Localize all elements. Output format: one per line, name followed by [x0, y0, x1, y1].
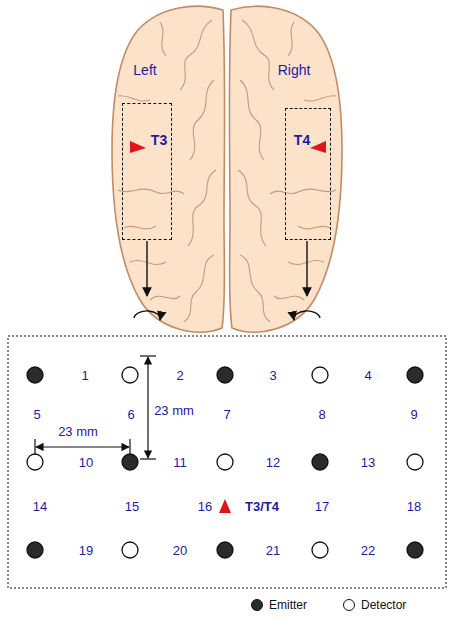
hemisphere-label: Right — [278, 63, 311, 77]
marker-triangle — [130, 141, 326, 513]
channel-number: 15 — [125, 500, 139, 513]
brain-outline — [229, 6, 342, 332]
detector-dot — [27, 454, 43, 470]
down-arrow — [134, 311, 160, 320]
marker-triangle — [310, 141, 326, 153]
channel-number: 20 — [173, 544, 187, 557]
dimension-line — [140, 355, 156, 356]
dimension-line — [147, 357, 148, 458]
site-label: T3 — [150, 133, 168, 147]
emitter-dot — [407, 367, 423, 383]
emitter-swatch — [251, 599, 263, 611]
down-arrow — [146, 241, 147, 296]
dimension-line — [35, 356, 156, 459]
emitter-dot — [27, 367, 43, 383]
brain-outline — [118, 20, 216, 322]
channel-number: 7 — [223, 408, 230, 421]
marker-triangle — [219, 499, 231, 513]
region-box: T3 — [122, 103, 172, 240]
detector-dot — [122, 542, 138, 558]
brain-outline — [229, 6, 342, 332]
channel-number: 17 — [315, 500, 329, 513]
channel-number: 10 — [79, 456, 93, 469]
emitter-dot — [27, 542, 43, 558]
emitter-dot — [312, 454, 328, 470]
channel-number: 5 — [33, 408, 40, 421]
brain-outline — [112, 6, 225, 332]
dimension-label: 23 mm — [154, 404, 194, 417]
detector-dot — [312, 542, 328, 558]
emitter-dot — [122, 454, 138, 470]
down-arrow — [294, 311, 320, 320]
legend-text: Emitter — [269, 598, 307, 612]
site-label: T4 — [293, 133, 311, 147]
dimension-line — [140, 458, 156, 459]
channel-number: 2 — [176, 369, 183, 382]
dimension-label: 23 mm — [58, 425, 98, 438]
region-box: T4 — [285, 108, 331, 240]
channel-number: 19 — [79, 544, 93, 557]
hemisphere-label: Left — [133, 63, 156, 77]
probe-panel — [8, 336, 446, 588]
channel-number: 16 — [198, 500, 212, 513]
optode — [27, 367, 423, 558]
detector-dot — [217, 454, 233, 470]
dimension-line — [129, 439, 130, 455]
brain-outline — [112, 6, 342, 332]
emitter-dot — [217, 542, 233, 558]
detector-dot — [122, 367, 138, 383]
channel-number: 18 — [407, 500, 421, 513]
site-label: T3/T4 — [245, 500, 279, 513]
brain-outline — [238, 20, 336, 322]
channel-number: 12 — [266, 456, 280, 469]
emitter-dot — [407, 542, 423, 558]
channel-number: 1 — [81, 369, 88, 382]
legend-entry: Emitter — [251, 598, 307, 612]
channel-number: 3 — [269, 369, 276, 382]
legend-text: Detector — [361, 598, 406, 612]
detector-dot — [312, 367, 328, 383]
legend-entry: Detector — [343, 598, 406, 612]
dimension-line — [34, 439, 35, 455]
down-arrow — [134, 241, 320, 320]
channel-number: 11 — [173, 456, 187, 469]
channel-number: 21 — [266, 544, 280, 557]
channel-number: 6 — [127, 408, 134, 421]
detector-swatch — [343, 599, 355, 611]
channel-number: 13 — [361, 456, 375, 469]
down-arrow — [306, 241, 307, 296]
channel-number: 22 — [361, 544, 375, 557]
channel-number: 14 — [33, 500, 47, 513]
channel-number: 4 — [364, 369, 371, 382]
channel-number: 8 — [318, 408, 325, 421]
marker-triangle — [130, 141, 146, 153]
channel-number: 9 — [410, 408, 417, 421]
dimension-line — [36, 446, 129, 447]
emitter-dot — [217, 367, 233, 383]
detector-dot — [407, 454, 423, 470]
